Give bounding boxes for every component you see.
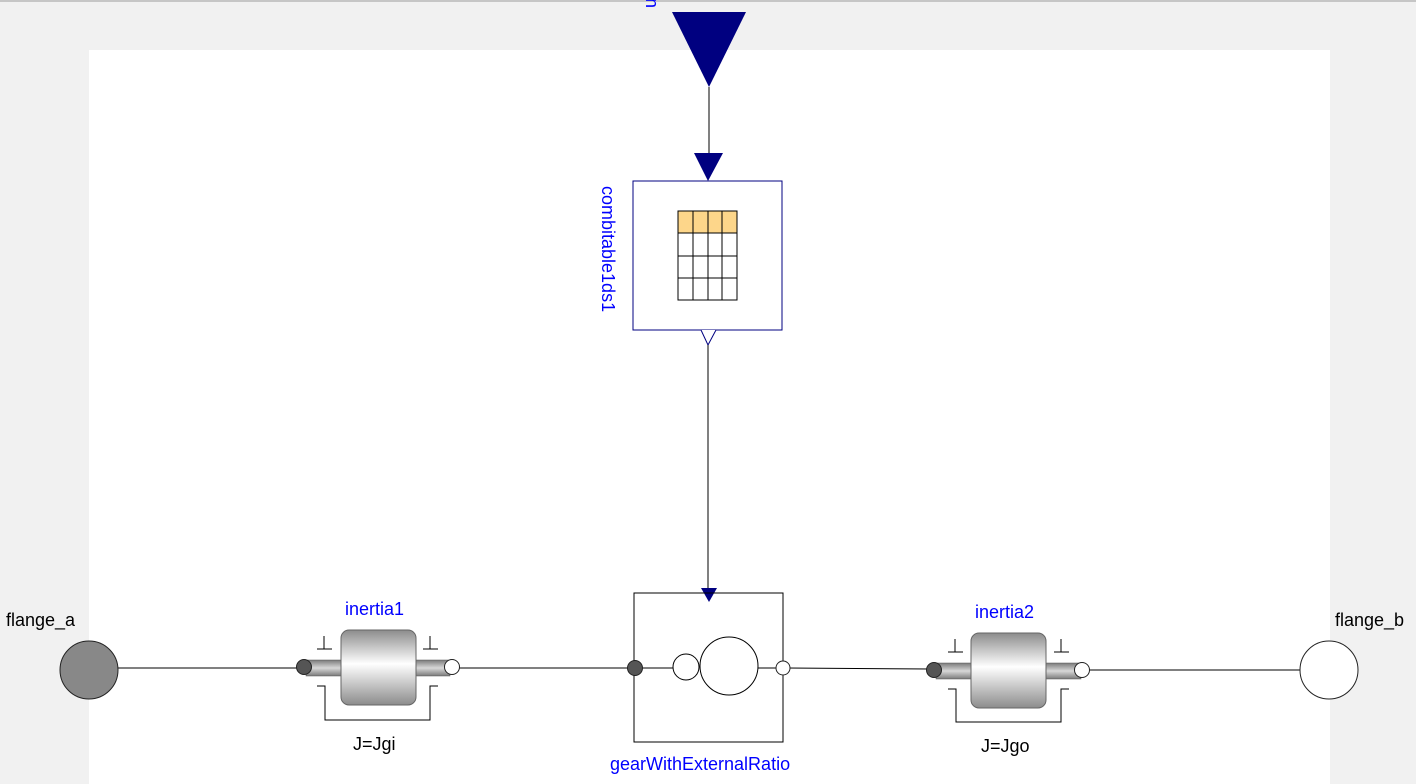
inertia1-parameter: J=Jgi bbox=[353, 734, 396, 754]
gear-ratio-input-arrow-icon bbox=[701, 588, 717, 602]
inertia1-label: inertia1 bbox=[345, 599, 404, 619]
inertia2-cylinder-icon bbox=[970, 632, 1047, 709]
inertia1-brackets-icon bbox=[317, 636, 438, 721]
inertia2-flange-b-icon[interactable] bbox=[1074, 662, 1090, 678]
large-gear-icon bbox=[699, 636, 759, 696]
combitable-block[interactable]: combitable1ds1 bbox=[598, 180, 783, 347]
table-icon bbox=[677, 210, 738, 301]
input-arrow-icon bbox=[672, 12, 746, 87]
flange-a-port[interactable]: flange_a bbox=[6, 610, 119, 700]
inertia1-cylinder-icon bbox=[340, 629, 417, 706]
flange-a-icon bbox=[59, 640, 119, 700]
top-border bbox=[0, 0, 1416, 2]
input-port-u[interactable]: u bbox=[640, 0, 746, 87]
inertia1-flange-a-icon[interactable] bbox=[296, 659, 312, 675]
gear-flange-b-icon[interactable] bbox=[775, 660, 791, 676]
gear-label: gearWithExternalRatio bbox=[610, 754, 790, 774]
inertia2-parameter: J=Jgo bbox=[981, 736, 1030, 756]
flange-b-port[interactable]: flange_b bbox=[1299, 610, 1404, 700]
flange-b-label: flange_b bbox=[1335, 610, 1404, 631]
inertia1-block[interactable]: inertia1 J=Jgi bbox=[296, 599, 460, 754]
combitable-label: combitable1ds1 bbox=[598, 186, 618, 312]
inertia2-label: inertia2 bbox=[975, 602, 1034, 622]
flange-a-label: flange_a bbox=[6, 610, 76, 631]
table-input-arrow-icon bbox=[694, 153, 723, 181]
gear-flange-a-icon[interactable] bbox=[627, 660, 643, 676]
input-port-label: u bbox=[640, 0, 660, 8]
inertia1-flange-b-icon[interactable] bbox=[444, 659, 460, 675]
table-output-port-icon bbox=[700, 329, 717, 347]
inertia2-block[interactable]: inertia2 J=Jgo bbox=[926, 602, 1090, 756]
connection-gear-inertia2[interactable] bbox=[786, 667, 931, 670]
inertia2-flange-a-icon[interactable] bbox=[926, 662, 942, 678]
flange-b-icon bbox=[1299, 640, 1359, 700]
inertia2-brackets-icon bbox=[948, 639, 1069, 723]
gear-block[interactable]: gearWithExternalRatio bbox=[610, 592, 791, 774]
small-gear-icon bbox=[672, 653, 700, 681]
